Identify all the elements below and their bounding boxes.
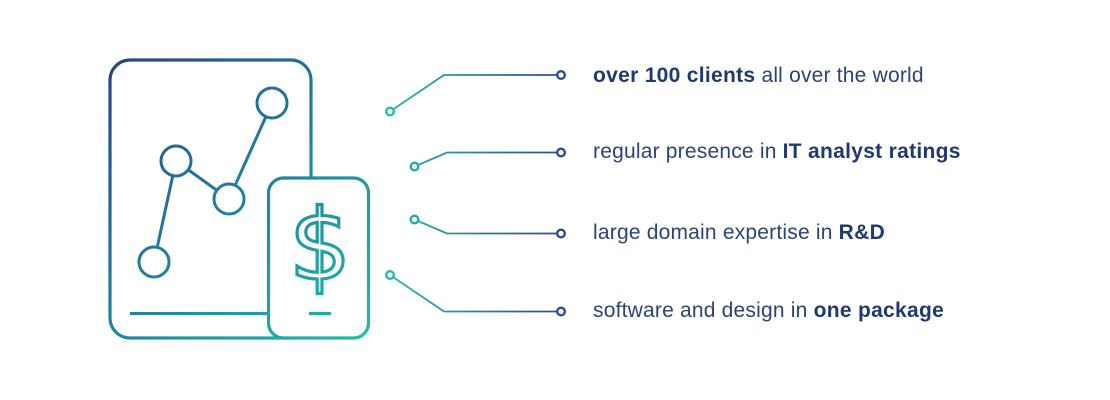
benefit-text: large domain expertise in (593, 221, 839, 244)
connector-dot (385, 106, 396, 117)
connector-line-2 (414, 151, 561, 168)
connector-dot (556, 306, 567, 317)
benefit-item-rd-expertise: large domain expertise in R&D (593, 219, 885, 247)
benefit-text-bold: IT analyst ratings (782, 140, 961, 163)
benefit-item-analyst-ratings: regular presence in IT analyst ratings (593, 138, 961, 166)
dollar-sign: $ (289, 189, 351, 303)
connector-dot (409, 161, 420, 172)
benefit-text-bold: one package (813, 299, 945, 322)
chart-point (159, 144, 193, 178)
tablet-line-chart-icon (108, 58, 313, 340)
connector-dot (409, 214, 420, 225)
benefit-item-one-package: software and design in one package (593, 297, 944, 325)
chart-points (137, 86, 289, 279)
benefit-item-clients: over 100 clients all over the world (593, 62, 924, 90)
chart-point (137, 245, 171, 279)
benefit-text: regular presence in (593, 140, 783, 163)
connector-dots (385, 69, 567, 317)
connector-dot (556, 228, 567, 239)
benefit-text: software and design in (593, 299, 814, 322)
connector-lines (389, 74, 561, 313)
benefit-text-bold: R&D (838, 221, 886, 244)
connector-line-4 (389, 274, 561, 313)
smartphone-dollar-icon: $ (266, 176, 371, 340)
benefit-text: all over the world (755, 64, 924, 87)
phone-body (266, 176, 371, 340)
connector-dot (556, 69, 567, 80)
chart-point (212, 182, 246, 216)
connector-dot (385, 270, 396, 281)
connector-line-1 (389, 74, 561, 113)
connector-dot (556, 147, 567, 158)
chart-point (255, 86, 289, 120)
connector-line-3 (414, 218, 561, 235)
benefit-text-bold: over 100 clients (593, 64, 756, 87)
